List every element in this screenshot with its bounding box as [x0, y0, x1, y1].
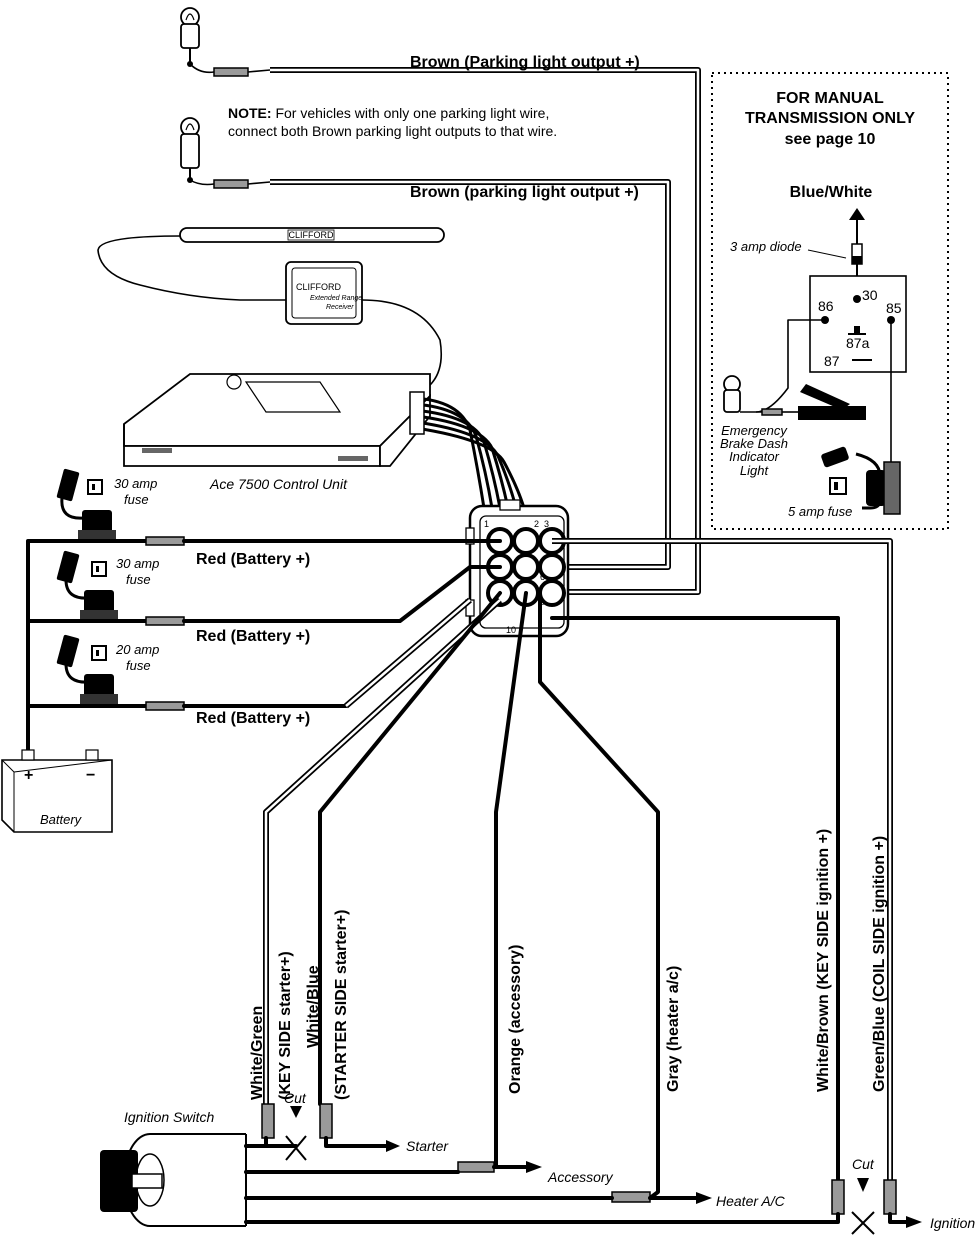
fuse-amp-label: 30 amp — [116, 556, 159, 571]
relay — [809, 275, 907, 373]
parking-light-bulb-icon — [180, 7, 200, 67]
arrow-down-icon — [857, 1178, 869, 1192]
fuse-holder-5amp — [821, 446, 901, 515]
arrow-right-icon — [526, 1161, 542, 1173]
fuse-word-label: fuse — [126, 658, 151, 673]
battery — [1, 749, 113, 833]
label-accessory: Accessory — [547, 1169, 614, 1185]
label-5amp-fuse: 5 amp fuse — [788, 504, 852, 519]
relay-pin-30: 30 — [862, 287, 878, 303]
emergency-brake-bulb-icon — [723, 375, 741, 413]
battery-minus: − — [86, 767, 95, 784]
relay-pin-86: 86 — [818, 298, 834, 314]
label-orange: Orange (accessory) — [507, 945, 524, 1094]
fuse-amp-label: 30 amp — [114, 476, 157, 491]
label-ignition: Ignition — [930, 1215, 975, 1231]
label-white-blue: (STARTER SIDE starter+) — [333, 910, 350, 1100]
wire-connector — [831, 1179, 845, 1215]
fuse-holder-30amp-1 — [56, 468, 116, 542]
pin-number: 2 — [534, 519, 539, 529]
pin-number: 10 — [506, 625, 516, 635]
antenna-brand: CLIFFORD — [289, 230, 335, 240]
wire-connector — [213, 179, 249, 189]
fuse-word-label: fuse — [126, 572, 151, 587]
arrow-down-icon — [290, 1106, 302, 1118]
wire-connector — [145, 536, 185, 546]
label-battery: Battery — [40, 812, 83, 827]
fuse-word-label: fuse — [124, 492, 149, 507]
receiver-text: Receiver — [326, 304, 354, 311]
receiver-brand: CLIFFORD — [296, 282, 342, 292]
manual-title: see page 10 — [785, 131, 876, 148]
relay-pin-87a: 87a — [846, 335, 870, 351]
label-diode: 3 amp diode — [730, 239, 802, 254]
fuse-holder-30amp-2 — [56, 550, 118, 622]
battery-plus: + — [24, 767, 33, 784]
relay-pin-85: 85 — [886, 300, 902, 316]
pin-number: 6 — [540, 572, 545, 582]
cut-mark-icon — [851, 1211, 875, 1235]
arrow-right-icon — [906, 1216, 922, 1228]
wire-connector — [457, 1161, 495, 1173]
label-starter: Starter — [406, 1138, 449, 1154]
arrow-right-icon — [386, 1140, 400, 1152]
label-heater: Heater A/C — [716, 1193, 786, 1209]
arrow-right-icon — [696, 1192, 712, 1204]
label-brown-second: Brown (parking light output +) — [410, 184, 639, 201]
label-blue-white: Blue/White — [790, 184, 873, 201]
wire-connector — [611, 1191, 651, 1203]
label-white-blue: White/Blue — [305, 965, 322, 1048]
label-ebrake: Light — [740, 463, 770, 478]
label-ignition-switch: Ignition Switch — [124, 1109, 214, 1125]
label-brown-top: Brown (Parking light output +) — [410, 54, 640, 71]
fuse-amp-label: 20 amp — [115, 642, 159, 657]
antenna: CLIFFORD — [179, 227, 445, 243]
control-unit — [123, 373, 431, 467]
wire-harness — [409, 391, 526, 510]
label-cut: Cut — [852, 1156, 875, 1172]
note-text-line2: connect both Brown parking light outputs… — [228, 123, 557, 139]
wire-connector — [145, 701, 185, 711]
cut-mark-icon — [285, 1135, 307, 1161]
label-white-green: (KEY SIDE starter+) — [277, 951, 294, 1100]
relay-pin-87: 87 — [824, 353, 840, 369]
label-gray: Gray (heater a/c) — [665, 966, 682, 1092]
wire-connector — [213, 67, 249, 77]
label-ebrake: Emergency — [721, 423, 788, 438]
label-red-battery: Red (Battery +) — [196, 710, 310, 727]
manual-transmission-box — [711, 72, 949, 530]
pin-number: 9 — [540, 597, 545, 607]
wire-connector — [319, 1103, 333, 1139]
receiver-text: Extended Range — [310, 295, 362, 302]
label-red-battery: Red (Battery +) — [196, 628, 310, 645]
control-unit-label: Ace 7500 Control Unit — [209, 476, 348, 492]
brake-switch-clip-icon — [798, 384, 866, 420]
wire-connector — [761, 408, 783, 416]
label-ebrake: Brake Dash — [720, 436, 788, 451]
pin-number: 3 — [544, 519, 549, 529]
label-ebrake: Indicator — [729, 449, 780, 464]
wire-connector — [883, 1179, 897, 1215]
label-white-brown: White/Brown (KEY SIDE ignition +) — [815, 829, 832, 1092]
fuse-holder-20amp — [56, 634, 118, 706]
label-green-blue: Green/Blue (COIL SIDE ignition +) — [871, 836, 888, 1092]
label-red-battery: Red (Battery +) — [196, 551, 310, 568]
manual-title: FOR MANUAL — [776, 90, 884, 107]
note-text: NOTE: For vehicles with only one parking… — [228, 105, 549, 121]
pin-number: 1 — [484, 519, 489, 529]
parking-light-bulb-icon — [180, 117, 200, 183]
manual-title: TRANSMISSION ONLY — [745, 110, 915, 127]
ignition-switch — [100, 1133, 247, 1227]
wire-connector — [145, 616, 185, 626]
extended-range-receiver: CLIFFORD Extended Range Receiver — [285, 261, 363, 325]
label-white-green: White/Green — [249, 1006, 266, 1100]
label-cut: Cut — [284, 1090, 307, 1106]
wire-connector — [261, 1103, 275, 1139]
